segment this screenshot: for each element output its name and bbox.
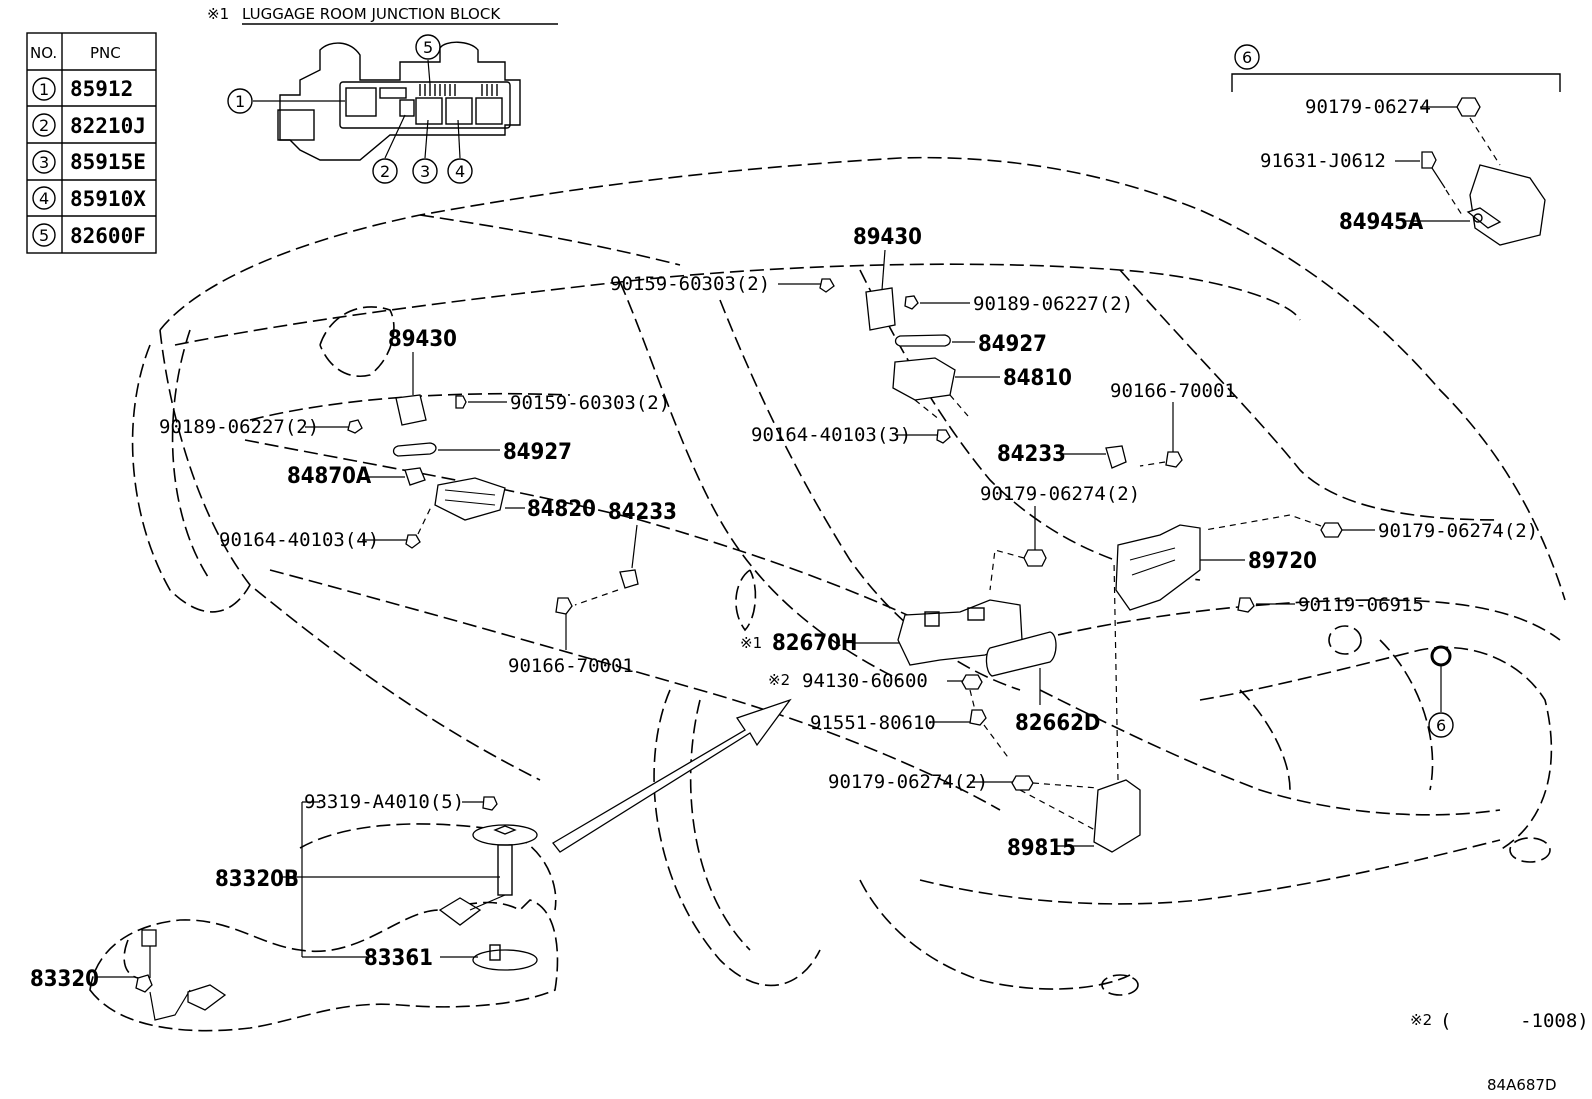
label-front-screw-b: 90189-06227(2) (159, 416, 319, 438)
label-circle6: 6 (1436, 716, 1446, 735)
trunk-parts: 90179-06274(2) 89720 90179-06274(2) 9011… (740, 483, 1538, 861)
table-pnc-4: 85910X (70, 187, 146, 211)
table-no-2: 2 (39, 116, 49, 135)
label-trunk-ecu: 89720 (1248, 549, 1317, 574)
label-front-screw-c: 90164-40103(4) (219, 529, 379, 551)
rear-door-parts: 89430 90159-60303(2) 90189-06227(2) 8492… (610, 225, 1236, 469)
label-fuel-screw: 93319-A4010(5) (304, 791, 464, 813)
table-no-3: 3 (39, 153, 49, 172)
label-relay-block: 82662D (1015, 711, 1100, 736)
label-front-screw-a: 90159-60303(2) (510, 392, 670, 414)
car-body-outline (131, 156, 1566, 996)
label-trunk-nut: 90179-06274(2) (1378, 520, 1538, 542)
table-pnc-3: 85915E (70, 150, 146, 174)
footnote-text: ( -1008) (1440, 1010, 1589, 1032)
label-jb-part: 82670H (772, 631, 857, 656)
label-nut-upper: 90179-06274(2) (980, 483, 1140, 505)
label-fuel-gauge: 83320 (30, 967, 99, 992)
junction-callout-5: 5 (423, 38, 433, 57)
label-rear-switch: 84810 (1003, 366, 1072, 391)
label-lower-ecu: 89815 (1007, 836, 1076, 861)
group6-sensor-label: 84945A (1339, 210, 1424, 235)
label-front-ecu: 89430 (388, 327, 457, 352)
group6-detail: 6 90179-06274 91631-J0612 84945A (1231, 44, 1561, 246)
label-front-cover: 84927 (503, 440, 572, 465)
label-lower-nut: 90179-06274(2) (828, 771, 988, 793)
junction-callout-3: 3 (420, 162, 430, 181)
fuel-tank-inset: 93319-A4010(5) 83320B 83361 83320 (30, 791, 559, 1032)
table-pnc-5: 82600F (70, 224, 146, 248)
junction-callout-2: 2 (380, 162, 390, 181)
table-no-5: 5 (39, 226, 49, 245)
table-no-1: 1 (39, 80, 49, 99)
table-no-4: 4 (39, 189, 49, 208)
label-bolt-part: 91551-80610 (810, 712, 936, 734)
label-jb-marker: ※1 (740, 634, 762, 652)
label-rear-ecu: 89430 (853, 225, 922, 250)
label-rear-screw-b: 90189-06227(2) (973, 293, 1133, 315)
front-door-parts: 89430 90159-60303(2) 90189-06227(2) 8492… (159, 327, 670, 551)
junction-callout-4: 4 (455, 162, 465, 181)
label-front-switch-assy: 84820 (527, 497, 596, 522)
label-rear-sensor-screw: 90166-70001 (1110, 380, 1236, 402)
label-fuel-gauge-b: 83320B (215, 867, 299, 892)
label-rear-sensor: 84233 (997, 442, 1066, 467)
label-fuel-set: 83361 (364, 946, 433, 971)
table-header-pnc: PNC (90, 44, 121, 62)
pnc-table: NO. PNC 1 85912 2 82210J 3 85915E 4 8591… (26, 32, 157, 254)
junction-block-marker: ※1 (207, 5, 229, 23)
junction-callout-1: 1 (235, 92, 245, 111)
detail-arrow (552, 698, 792, 853)
label-mid-sensor: 84233 (608, 500, 677, 525)
diagram-code: 84A687D (1487, 1076, 1557, 1094)
label-trunk-bolt: 90119-06915 (1298, 594, 1424, 616)
label-nut-marker: ※2 (768, 671, 790, 689)
label-rear-screw-c: 90164-40103(3) (751, 424, 911, 446)
label-rear-cover: 84927 (978, 332, 1047, 357)
label-rear-screw-a: 90159-60303(2) (610, 273, 770, 295)
junction-block-title: LUGGAGE ROOM JUNCTION BLOCK (242, 5, 501, 23)
footnote-marker: ※2 (1410, 1011, 1432, 1029)
group6-marker: 6 (1242, 48, 1252, 67)
label-nut-part: 94130-60600 (802, 670, 928, 692)
table-pnc-2: 82210J (70, 114, 146, 138)
mid-sensor-parts: 84233 90166-70001 (508, 500, 677, 677)
label-front-switch: 84870A (287, 464, 372, 489)
junction-block-inset: ※1 LUGGAGE ROOM JUNCTION BLOCK 1 2 3 (207, 5, 558, 184)
table-header-no: NO. (30, 44, 57, 62)
table-pnc-1: 85912 (70, 77, 133, 101)
group6-nut-label: 90179-06274 (1305, 96, 1431, 118)
group6-bolt-label: 91631-J0612 (1260, 150, 1386, 172)
label-mid-screw: 90166-70001 (508, 655, 634, 677)
